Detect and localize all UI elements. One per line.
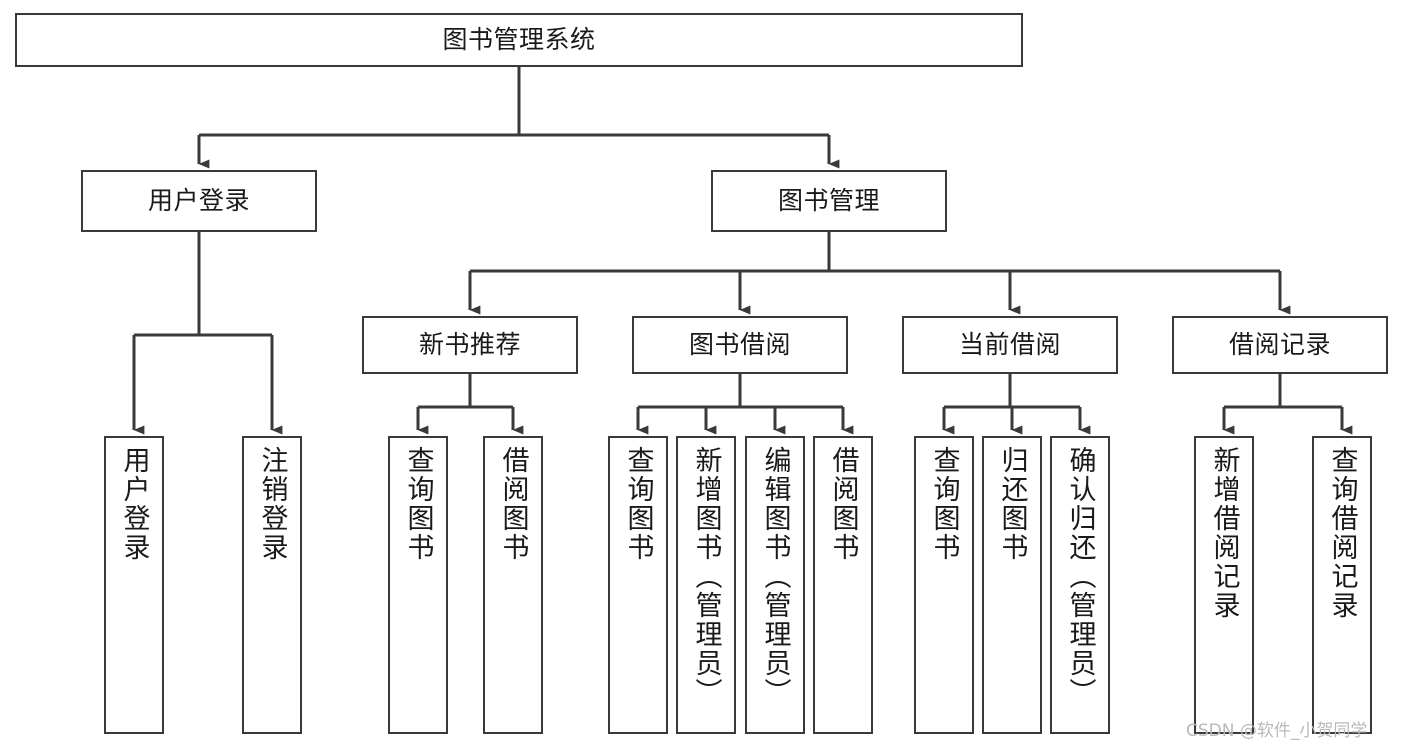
node-book-borrow-label: 图书借阅 (688, 329, 791, 359)
node-root-label: 图书管理系统 (442, 24, 596, 54)
node-leaf-query-book-3[interactable]: 查询图书 (914, 436, 974, 734)
node-leaf-borrow-book-2[interactable]: 借阅图书 (813, 436, 873, 734)
node-leaf-borrow-book-1[interactable]: 借阅图书 (483, 436, 543, 734)
node-leaf-borrow-book-2-label: 借阅图书 (827, 446, 859, 562)
node-book-borrow[interactable]: 图书借阅 (632, 316, 848, 374)
node-borrow-record-label: 借阅记录 (1228, 329, 1331, 359)
node-leaf-add-record[interactable]: 新增借阅记录 (1194, 436, 1254, 734)
node-book-manage[interactable]: 图书管理 (711, 170, 947, 232)
node-leaf-query-record[interactable]: 查询借阅记录 (1312, 436, 1372, 734)
node-user-login-label: 用户登录 (147, 185, 250, 215)
node-leaf-add-book[interactable]: 新增图书（管理员） (676, 436, 736, 734)
node-leaf-query-book-1-label: 查询图书 (402, 446, 434, 562)
node-leaf-edit-book-label: 编辑图书（管理员） (759, 446, 791, 707)
node-leaf-user-login[interactable]: 用户登录 (104, 436, 164, 734)
node-leaf-logout[interactable]: 注销登录 (242, 436, 302, 734)
node-current-borrow[interactable]: 当前借阅 (902, 316, 1118, 374)
node-leaf-confirm-return[interactable]: 确认归还（管理员） (1050, 436, 1110, 734)
node-current-borrow-label: 当前借阅 (958, 329, 1061, 359)
node-leaf-user-login-label: 用户登录 (118, 446, 150, 562)
node-new-book-rec-label: 新书推荐 (418, 329, 521, 359)
node-leaf-query-book-1[interactable]: 查询图书 (388, 436, 448, 734)
node-leaf-query-book-2[interactable]: 查询图书 (608, 436, 668, 734)
node-root[interactable]: 图书管理系统 (15, 13, 1023, 67)
node-user-login[interactable]: 用户登录 (81, 170, 317, 232)
node-leaf-add-record-label: 新增借阅记录 (1208, 446, 1240, 620)
node-book-manage-label: 图书管理 (777, 185, 880, 215)
node-new-book-rec[interactable]: 新书推荐 (362, 316, 578, 374)
node-leaf-edit-book[interactable]: 编辑图书（管理员） (745, 436, 805, 734)
node-leaf-return-book-label: 归还图书 (996, 446, 1028, 562)
node-leaf-query-book-2-label: 查询图书 (622, 446, 654, 562)
node-leaf-confirm-return-label: 确认归还（管理员） (1064, 446, 1096, 707)
node-leaf-query-book-3-label: 查询图书 (928, 446, 960, 562)
node-leaf-add-book-label: 新增图书（管理员） (690, 446, 722, 707)
node-leaf-borrow-book-1-label: 借阅图书 (497, 446, 529, 562)
node-leaf-logout-label: 注销登录 (256, 446, 288, 562)
node-leaf-query-record-label: 查询借阅记录 (1326, 446, 1358, 620)
node-leaf-return-book[interactable]: 归还图书 (982, 436, 1042, 734)
node-borrow-record[interactable]: 借阅记录 (1172, 316, 1388, 374)
csdn-watermark: CSDN @软件_小贺同学 (1186, 721, 1368, 741)
